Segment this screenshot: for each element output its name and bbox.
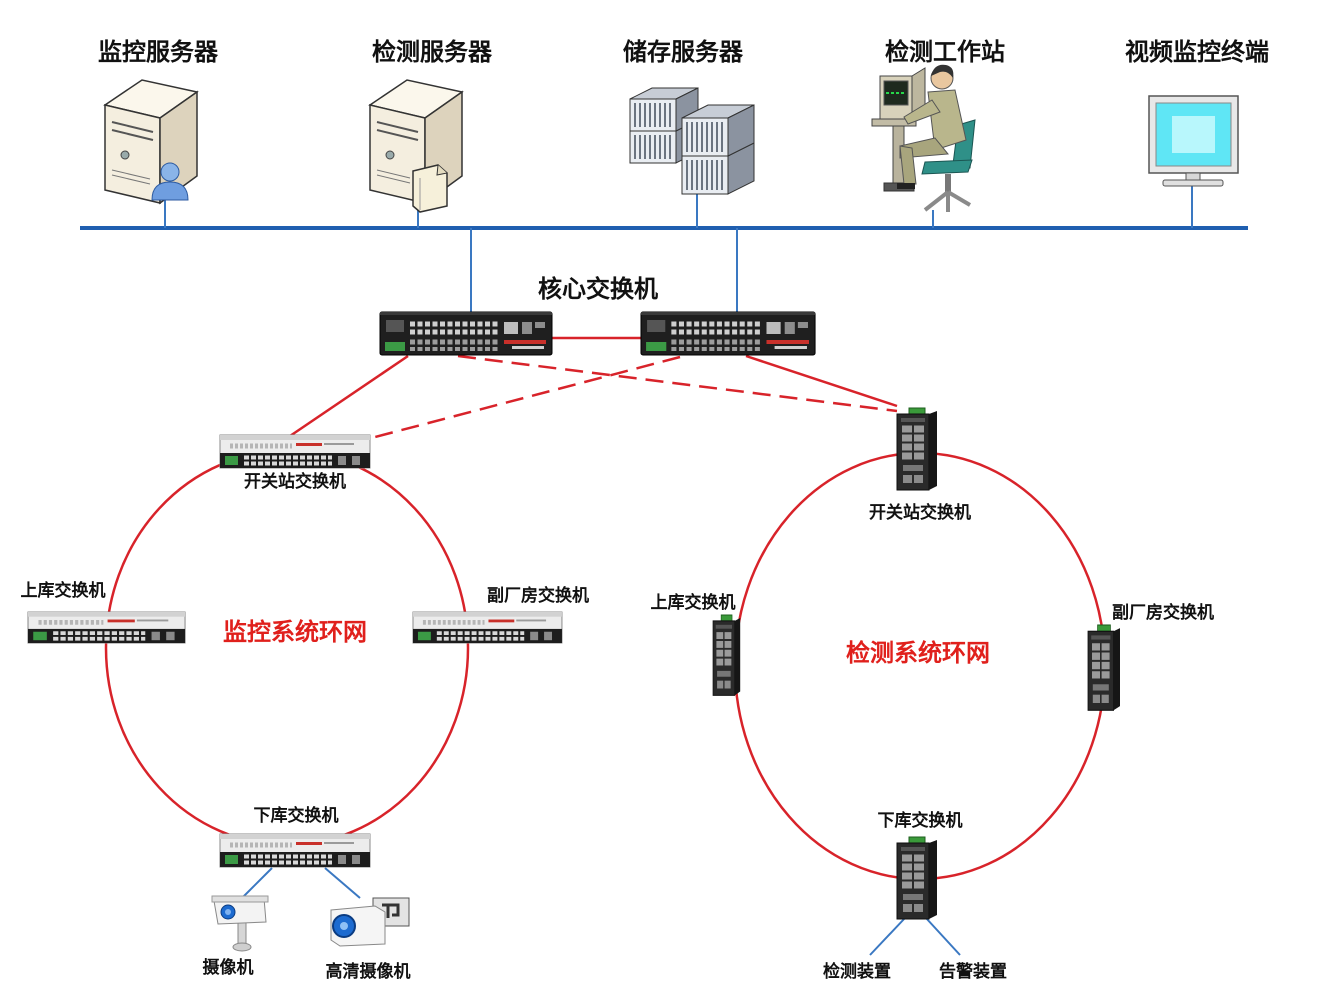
wire-camera	[242, 867, 273, 898]
core2-to-detection-top	[745, 354, 898, 408]
label-monitoring-top: 开关站交换机	[244, 471, 346, 492]
label-detection-workstation: 检测工作站	[885, 37, 1005, 66]
label-monitoring-server: 监控服务器	[98, 37, 219, 66]
label-monitoring-bottom: 下库交换机	[254, 805, 339, 826]
label-video-terminal: 视频监控终端	[1125, 37, 1269, 66]
monitoring-ring	[104, 449, 470, 847]
core2-to-monitoring-top-backup	[336, 355, 681, 449]
monitoring-switch-bottom	[220, 834, 370, 867]
wire-detection-device	[869, 917, 906, 956]
camera-icon	[211, 895, 269, 952]
core1-to-monitoring-top	[289, 354, 409, 438]
detection-workstation-icon	[871, 64, 976, 212]
label-monitoring-right: 副厂房交换机	[487, 585, 589, 606]
label-camera: 摄像机	[203, 957, 254, 978]
core-switch-2	[641, 312, 815, 355]
label-alarm-device: 告警装置	[939, 961, 1007, 982]
detection-switch-left	[713, 615, 740, 695]
label-detection-bottom: 下库交换机	[878, 810, 963, 831]
label-detection-left: 上库交换机	[651, 592, 736, 613]
label-detection-device: 检测装置	[823, 961, 891, 982]
label-detection-server: 检测服务器	[372, 37, 493, 66]
label-storage-server: 储存服务器	[623, 37, 744, 66]
monitoring-switch-left	[28, 612, 185, 643]
hd-camera-icon	[330, 897, 410, 947]
core1-to-detection-top-backup	[457, 354, 898, 413]
monitoring-switch-right	[413, 612, 562, 643]
user-icon	[151, 162, 189, 201]
label-detection-top: 开关站交换机	[869, 502, 971, 523]
document-icon	[412, 164, 448, 213]
core-switch-1	[380, 312, 552, 355]
monitoring-switch-top	[220, 435, 370, 468]
wire-hd-camera	[324, 867, 361, 899]
wire-alarm-device	[925, 917, 961, 956]
monitoring-server-icon	[103, 79, 199, 205]
video-terminal-icon	[1148, 95, 1239, 187]
label-core-switch: 核心交换机	[538, 274, 658, 303]
label-monitoring-left: 上库交换机	[21, 580, 106, 601]
label-hd-camera: 高清摄像机	[326, 961, 411, 982]
storage-server-icon	[629, 87, 755, 195]
label-detection-right: 副厂房交换机	[1112, 602, 1214, 623]
label-monitoring-ring: 监控系统环网	[223, 617, 367, 646]
label-detection-ring: 检测系统环网	[846, 638, 990, 667]
detection-switch-right	[1088, 625, 1120, 710]
detection-switch-top	[897, 408, 937, 490]
detection-switch-bottom	[897, 837, 937, 919]
